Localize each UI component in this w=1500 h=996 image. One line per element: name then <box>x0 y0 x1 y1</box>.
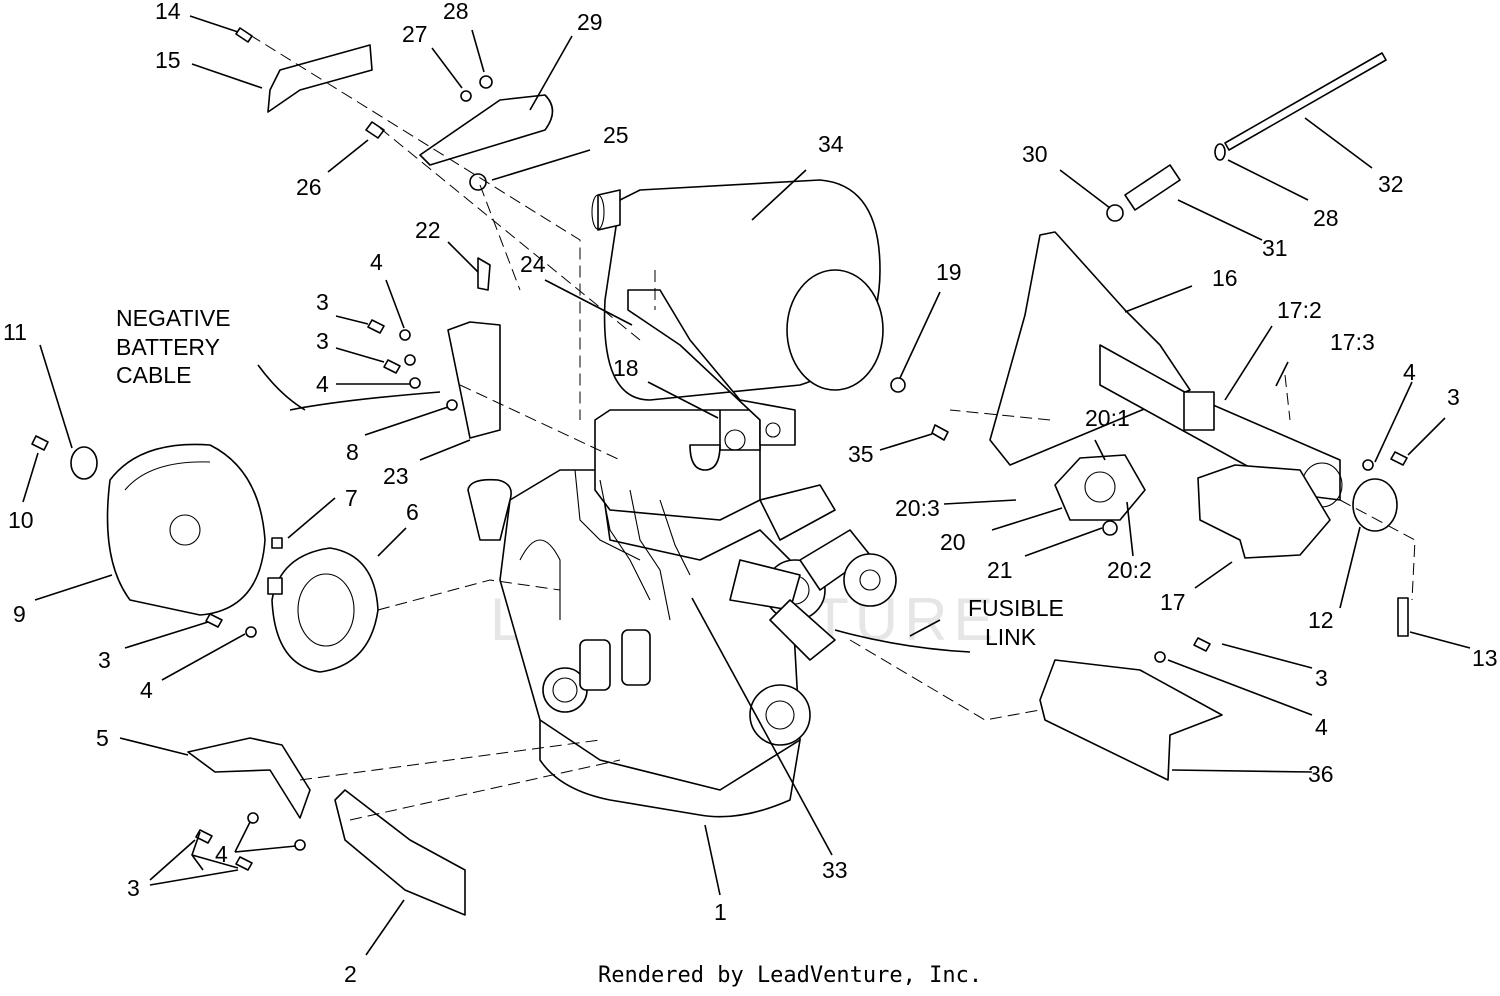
callout-19: 19 <box>936 259 962 285</box>
note-line-1: NEGATIVE <box>116 305 231 331</box>
rendered-by-credit: Rendered by LeadVenture, Inc. <box>598 963 982 988</box>
callout-27: 27 <box>402 21 428 47</box>
callout-10: 10 <box>8 507 34 533</box>
note-line-2: BATTERY <box>116 334 220 360</box>
callout-17: 17 <box>1160 589 1186 615</box>
fusible-link-cable <box>834 629 971 653</box>
callout-4-bottom: 4 <box>215 841 228 867</box>
muffler <box>591 179 884 446</box>
callout-3-lower-right: 3 <box>1315 665 1328 691</box>
note-line-1: FUSIBLE <box>968 595 1064 621</box>
callout-17-3: 17:3 <box>1330 329 1375 355</box>
washer-28 <box>479 75 493 89</box>
spacer-25 <box>469 173 487 191</box>
callout-30: 30 <box>1022 141 1048 167</box>
washer-28b <box>1214 143 1226 161</box>
callout-29: 29 <box>577 9 603 35</box>
callout-5: 5 <box>96 725 109 751</box>
callout-35: 35 <box>848 441 874 467</box>
spring-31 <box>1124 164 1181 211</box>
fusible-link-label: FUSIBLE LINK <box>968 595 1064 650</box>
callout-31: 31 <box>1262 235 1288 261</box>
callout-3-left: 3 <box>98 647 111 673</box>
bracket-23 <box>447 321 501 439</box>
nut-21 <box>1102 520 1118 536</box>
nut-30 <box>1106 204 1124 222</box>
callout-4-top: 4 <box>370 249 383 275</box>
callout-28-right: 28 <box>1313 205 1339 231</box>
callout-12: 12 <box>1308 607 1334 633</box>
callout-16: 16 <box>1212 265 1238 291</box>
bracket-2 <box>334 789 466 916</box>
callout-32: 32 <box>1378 171 1404 197</box>
callout-13: 13 <box>1472 645 1498 671</box>
callout-6: 6 <box>406 499 419 525</box>
leader-lines <box>22 15 1471 956</box>
callout-20-1: 20:1 <box>1085 405 1130 431</box>
callout-3-bottom: 3 <box>127 875 140 901</box>
bracket-5 <box>187 737 311 819</box>
negative-battery-cable <box>289 391 441 411</box>
callout-22: 22 <box>415 217 441 243</box>
callout-33: 33 <box>822 857 848 883</box>
callout-20: 20 <box>940 529 966 555</box>
bearing-20 <box>1054 454 1146 521</box>
callout-8: 8 <box>346 439 359 465</box>
bolt-26 <box>365 121 385 139</box>
callout-14: 14 <box>155 0 181 24</box>
callout-3-top: 3 <box>316 289 329 315</box>
callout-11: 11 <box>3 319 27 345</box>
callout-4-right: 4 <box>1403 359 1416 385</box>
callout-9: 9 <box>13 601 26 627</box>
callout-3-right: 3 <box>1447 384 1460 410</box>
callout-21: 21 <box>987 557 1013 583</box>
engine-block <box>467 409 897 818</box>
callout-1: 1 <box>714 899 727 925</box>
bolt-22 <box>477 257 491 291</box>
bolt-10 <box>31 435 49 451</box>
callout-4-left: 4 <box>140 677 153 703</box>
bracket-36 <box>1039 659 1223 781</box>
callout-20-3: 20:3 <box>895 495 940 521</box>
callout-2: 2 <box>344 961 357 987</box>
callout-4-mid: 4 <box>316 371 329 397</box>
clutch-9 <box>106 443 266 616</box>
callout-4-lower-right: 4 <box>1315 714 1328 740</box>
bolt-14 <box>235 27 253 43</box>
nut-19 <box>890 377 906 393</box>
washer-12 <box>1352 478 1398 532</box>
negative-battery-cable-label: NEGATIVE BATTERY CABLE <box>116 305 231 388</box>
block-17 <box>1197 464 1331 559</box>
callout-34: 34 <box>818 131 844 157</box>
callout-26: 26 <box>296 174 322 200</box>
bolt-35 <box>931 424 949 441</box>
washer-11 <box>70 446 98 480</box>
rod-32 <box>1224 52 1387 151</box>
callout-36: 36 <box>1308 761 1334 787</box>
callout-labels: 14 15 27 28 29 25 26 34 22 24 4 3 3 4 8 … <box>3 0 1498 987</box>
callout-24: 24 <box>520 251 546 277</box>
note-line-2: LINK <box>985 624 1037 650</box>
pin-13 <box>1397 597 1409 637</box>
callout-28: 28 <box>443 0 469 24</box>
callout-15: 15 <box>155 47 181 73</box>
callout-18: 18 <box>613 355 639 381</box>
plate-29 <box>419 94 554 166</box>
callout-3-mid: 3 <box>316 328 329 354</box>
key-7 <box>271 537 283 549</box>
note-line-3: CABLE <box>116 362 191 388</box>
callout-17-2: 17:2 <box>1277 297 1322 323</box>
flange-6 <box>267 547 379 673</box>
shaft-assembly-16 <box>989 231 1343 508</box>
callout-23: 23 <box>383 463 409 489</box>
callout-7: 7 <box>345 485 358 511</box>
callout-20-2: 20:2 <box>1107 557 1152 583</box>
bolt-27 <box>460 90 472 102</box>
callout-25: 25 <box>603 122 629 148</box>
